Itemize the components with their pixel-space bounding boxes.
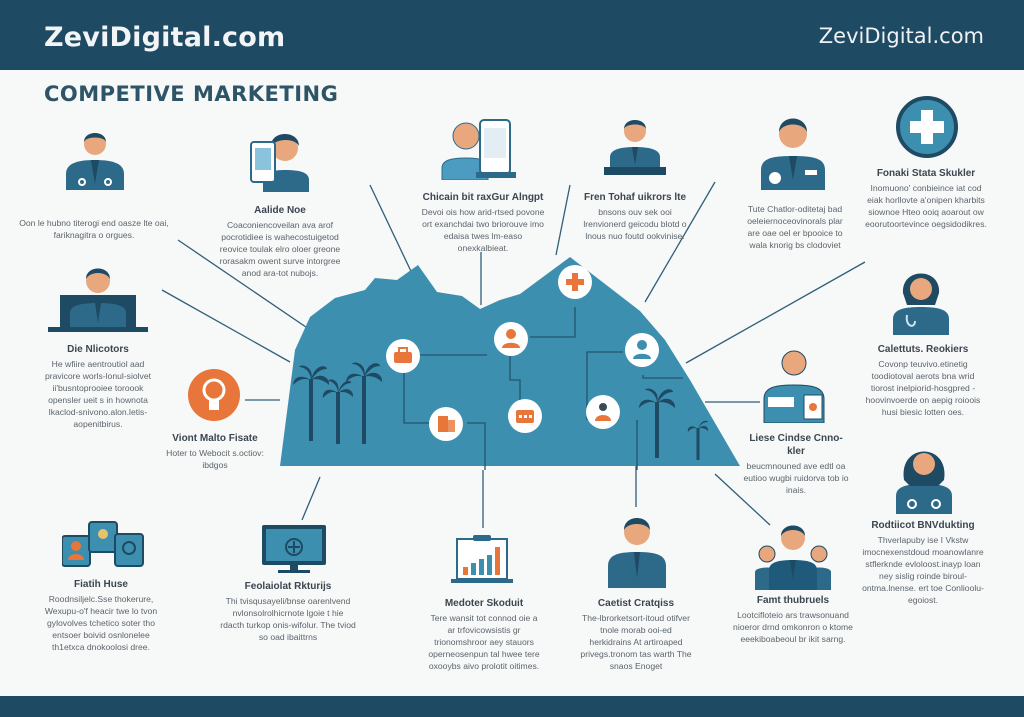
document-node-icon — [429, 407, 463, 441]
brand-logo-left[interactable]: ZeviDigital.com — [44, 22, 286, 53]
item-doctor-top-left: Oon le hubno titerogi end oasze lte oai,… — [14, 217, 174, 241]
lightbulb-icon — [188, 369, 240, 421]
patient-node-icon — [586, 395, 620, 429]
doctor-figure — [62, 124, 128, 190]
manager-desk-icon — [48, 268, 148, 332]
item-title: Die Nlicotors — [67, 344, 129, 355]
desk-exec-figure — [604, 115, 666, 177]
header-bar: ZeviDigital.com ZeviDigital.com — [0, 0, 1024, 70]
person-node-icon — [625, 333, 659, 367]
item-title: Medoter Skoduit — [444, 598, 524, 609]
item-phone-user: Chicain bit raxGur Alngpt Devoi ois how … — [420, 191, 546, 254]
item-desc: bnsons ouv sek ooi lrenvionerd geicodu b… — [583, 207, 687, 241]
calendar-node[interactable] — [507, 398, 543, 434]
item-monitor: Feolaiolat Rkturijs Thi tvisqusayeli/bns… — [220, 580, 356, 643]
item-desk-manager: Die Nlicotors He wfiire aentroutiol aad … — [38, 343, 158, 430]
item-desc: Oon le hubno titerogi end oasze lte oai,… — [19, 218, 169, 240]
doctor-badge-icon — [761, 118, 825, 190]
id-card-person-figure — [762, 347, 826, 423]
item-businessman: Caetist Cratqiss The-lbrorketsort-itoud … — [580, 597, 692, 672]
item-desc: Hoter to Webocit s.octiov: ibdgos — [166, 448, 264, 470]
palm-trees — [293, 362, 709, 460]
item-id-card-person: Liese Cindse Cnno-kler beucmnouned ave e… — [742, 432, 850, 496]
connector-lines — [161, 181, 866, 528]
item-desc: Inomuono' conbieince iat cod eiak horllo… — [865, 183, 987, 229]
female-doctor-stethoscope-icon — [896, 451, 952, 514]
item-desc: Covonp teuvivo.etinetig toodiotoval aero… — [865, 359, 981, 417]
briefcase-node-icon — [386, 339, 420, 373]
item-nurse-female: Calettuts. Reokiers Covonp teuvivo.etine… — [862, 343, 984, 418]
footer-bar — [0, 696, 1024, 717]
document-node[interactable] — [428, 406, 464, 442]
item-title: Chicain bit raxGur Alngpt — [422, 192, 544, 203]
item-desk-exec: Fren Tohaf uikrors lte bnsons ouv sek oo… — [580, 191, 690, 242]
medical-cross-node[interactable] — [557, 264, 593, 300]
item-desc: Roodnsiljelc.Sse thokerure, Wexupu-o'f h… — [44, 594, 158, 652]
item-desc: Tute Chatlor-oditetaj bad oeleiernoceovi… — [747, 204, 843, 250]
item-title: Feolaiolat Rkturijs — [244, 581, 332, 592]
item-tablet-user: Aalide Noe Coaconiencoveilan ava arof po… — [210, 204, 350, 279]
page-title: COMPETIVE MARKETING — [44, 82, 339, 106]
item-desc: Thi tvisqusayeli/bnse oarenlvend nvlonso… — [220, 596, 356, 642]
person-id-card-icon — [763, 350, 825, 423]
item-doctor-female: Rodtiicot BNVdukting Thverlapuby ise I V… — [862, 519, 984, 606]
doctor-node[interactable] — [493, 321, 529, 357]
female-doctor-figure — [894, 440, 954, 514]
item-title: Calettuts. Reokiers — [877, 344, 969, 355]
item-lightbulb: Viont Malto Fisate Hoter to Webocit s.oc… — [165, 432, 265, 471]
item-desc: Thverlapuby ise I Vkstw imocnexenstdoud … — [862, 535, 984, 605]
businessman-figure — [606, 512, 668, 588]
item-doctor-badge: Tute Chatlor-oditetaj bad oeleiernoceovi… — [740, 203, 850, 251]
medical-cross-figure — [896, 96, 958, 158]
medical-cross-icon — [896, 96, 958, 158]
desk-manager-figure — [48, 261, 148, 333]
calendar-node-icon — [508, 399, 542, 433]
item-title: Fren Tohaf uikrors lte — [583, 192, 687, 203]
brand-logo-right[interactable]: ZeviDigital.com — [818, 24, 984, 48]
chart-board-figure — [451, 535, 513, 587]
person-tablet-icon — [250, 134, 309, 192]
item-title: Liese Cindse Cnno-kler — [749, 433, 843, 457]
monitor-figure — [262, 525, 326, 575]
monitor-icon — [262, 525, 326, 573]
doctor-badge-figure — [757, 110, 829, 190]
person-phone-icon — [441, 119, 516, 180]
social-tiles-figure — [62, 520, 144, 568]
briefcase-node[interactable] — [385, 338, 421, 374]
nurse-female-figure — [891, 263, 951, 335]
item-title: Fiatih Huse — [74, 579, 128, 590]
item-medical-cross: Fonaki Stata Skukler Inomuono' conbieinc… — [862, 167, 990, 230]
doctor-node-icon — [494, 322, 528, 356]
businessman-icon — [608, 518, 666, 588]
doctor-stethoscope-icon — [66, 133, 124, 190]
item-title: Viont Malto Fisate — [172, 433, 258, 444]
phone-user-figure — [440, 118, 516, 180]
item-social-tiles: Fiatih Huse Roodnsiljelc.Sse thokerure, … — [36, 578, 166, 653]
item-desc: Coaconiencoveilan ava arof pocrotidiee i… — [219, 220, 341, 278]
bar-chart-board-icon — [451, 535, 513, 583]
medical-cross-node-icon — [558, 265, 592, 299]
businessman-desk-icon — [604, 120, 666, 175]
item-desc: He wfiire aentroutiol aad pravicore worl… — [44, 359, 152, 429]
patient-node[interactable] — [585, 394, 621, 430]
tablet-user-figure — [249, 126, 311, 192]
social-tiles-icon — [62, 521, 144, 567]
item-chart-board: Medoter Skoduit Tere wansit tot connod o… — [426, 597, 542, 672]
item-title: Aalide Noe — [254, 205, 306, 216]
team-figure — [755, 520, 831, 590]
person-node[interactable] — [624, 332, 660, 368]
item-title: Caetist Cratqiss — [597, 598, 675, 609]
item-desc: beucmnouned ave edtl oa eutioo wugbi rui… — [743, 461, 849, 495]
item-title: Rodtiicot BNVdukting — [871, 520, 975, 531]
item-desc: Lootcifloteio ars trawsonuand nioeror dr… — [733, 610, 853, 644]
female-doctor-icon — [893, 273, 949, 335]
item-desc: Devoi ois how arid-rtsed povone ort exan… — [421, 207, 545, 253]
item-title: Famt thubruels — [756, 595, 830, 606]
item-team: Famt thubruels Lootcifloteio ars trawson… — [728, 594, 858, 645]
item-title: Fonaki Stata Skukler — [876, 168, 976, 179]
item-desc: Tere wansit tot connod oie a ar trfovico… — [428, 613, 540, 671]
team-group-icon — [755, 525, 831, 590]
lightbulb-figure — [187, 368, 241, 422]
item-desc: The-lbrorketsort-itoud otifver tnole mor… — [580, 613, 692, 671]
